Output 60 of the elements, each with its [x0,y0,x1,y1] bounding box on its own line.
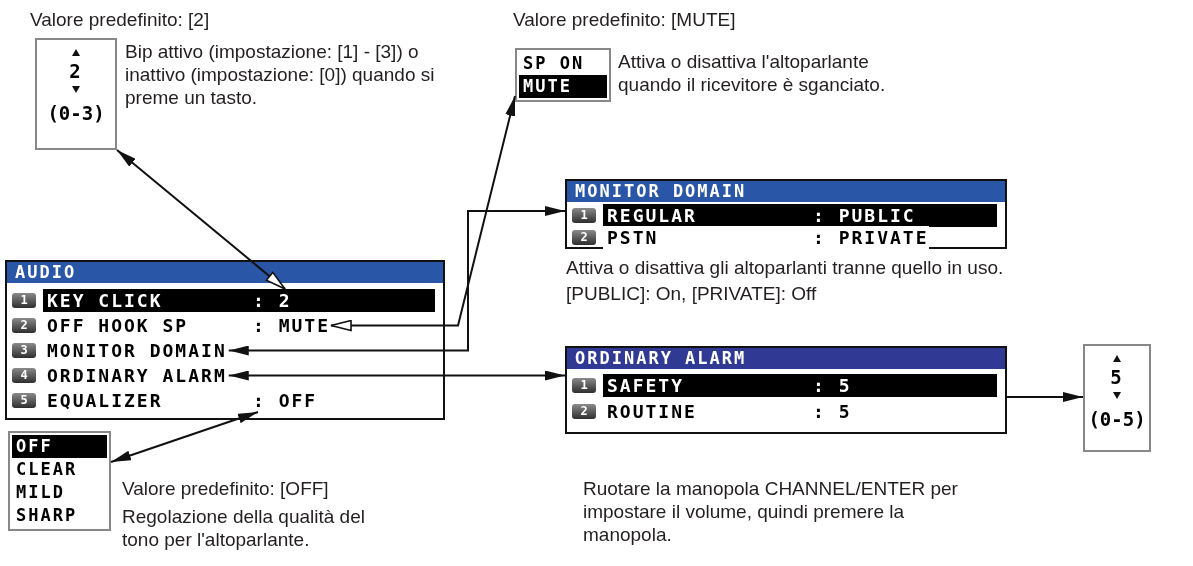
menu-item-label: OFF HOOK SP [46,315,190,336]
option-item: SHARP [15,504,79,527]
menu-item-label: KEY CLICK [46,290,164,311]
value-spinner [1083,344,1151,452]
range-text: (0-3) [47,101,105,126]
menu-title: AUDIO [7,262,443,283]
menu-item-label: REGULAR [606,205,698,226]
number-badge: 2 [12,318,36,333]
option-item: OFF [12,435,107,458]
arrow [116,149,286,290]
menu-item-value: : 2 [253,290,292,311]
description-text: [PUBLIC]: On, [PRIVATE]: Off [566,282,818,305]
description-text: Valore predefinito: [2] [30,8,211,31]
value-spinner [35,38,117,150]
value-text: 5 [1110,365,1124,390]
arrow [1006,392,1084,402]
arrow [227,370,566,381]
menu-panel [565,346,1007,434]
menu-panel [5,260,445,420]
description-text: Ruotare la manopola CHANNEL/ENTER per impostare il volume, quindi premere la manopola. [583,477,959,546]
number-badge: 1 [12,293,36,308]
menu-item-value: : PUBLIC [813,205,916,226]
menu-item-label: MONITOR DOMAIN [46,340,227,361]
option-list [515,48,611,102]
option-list [8,431,111,531]
number-badge: 5 [12,393,36,408]
menu-item-label: PSTN [606,227,660,248]
option-item: SP ON [522,52,586,75]
option-item: MUTE [519,75,607,98]
menu-item-label: EQUALIZER [46,390,164,411]
menu-title: MONITOR DOMAIN [567,181,1005,202]
number-badge: 3 [12,343,36,358]
description-text: Attiva o disattiva l'altoparlante quando il ricevitore è sganciato. [618,50,887,96]
number-badge: 1 [572,208,596,223]
description-text: Bip attivo (impostazione: [1] - [3]) o inattivo (impostazione: [0]) quando si preme un tasto. [125,40,436,109]
description-text: Valore predefinito: [OFF] [122,477,330,500]
menu-panel [565,179,1007,249]
menu-title: ORDINARY ALARM [567,348,1005,369]
menu-item-label: ORDINARY ALARM [46,365,227,386]
menu-item-value: : MUTE [253,315,331,336]
option-item: CLEAR [15,458,79,481]
menu-item-label: SAFETY [606,375,686,396]
number-badge: 2 [572,404,596,419]
menu-item-value: : OFF [253,390,318,411]
number-badge: 2 [572,230,596,245]
menu-item-value: : 5 [813,401,852,422]
value-text: 2 [69,59,83,84]
number-badge: 1 [572,378,596,393]
arrow [110,411,259,463]
description-text: Regolazione della qualità del tono per l'altoparlante. [122,505,366,551]
option-item: MILD [15,481,66,504]
menu-item-label: ROUTINE [606,401,698,422]
menu-item-value: : 5 [813,375,852,396]
description-text: Attiva o disattiva gli altoparlanti tranne quello in uso. [566,256,1005,279]
range-text: (0-5) [1088,407,1146,432]
arrow [227,206,566,356]
menu-item-value: : PRIVATE [813,227,929,248]
number-badge: 4 [12,368,36,383]
arrow [330,95,516,332]
description-text: Valore predefinito: [MUTE] [513,8,737,31]
